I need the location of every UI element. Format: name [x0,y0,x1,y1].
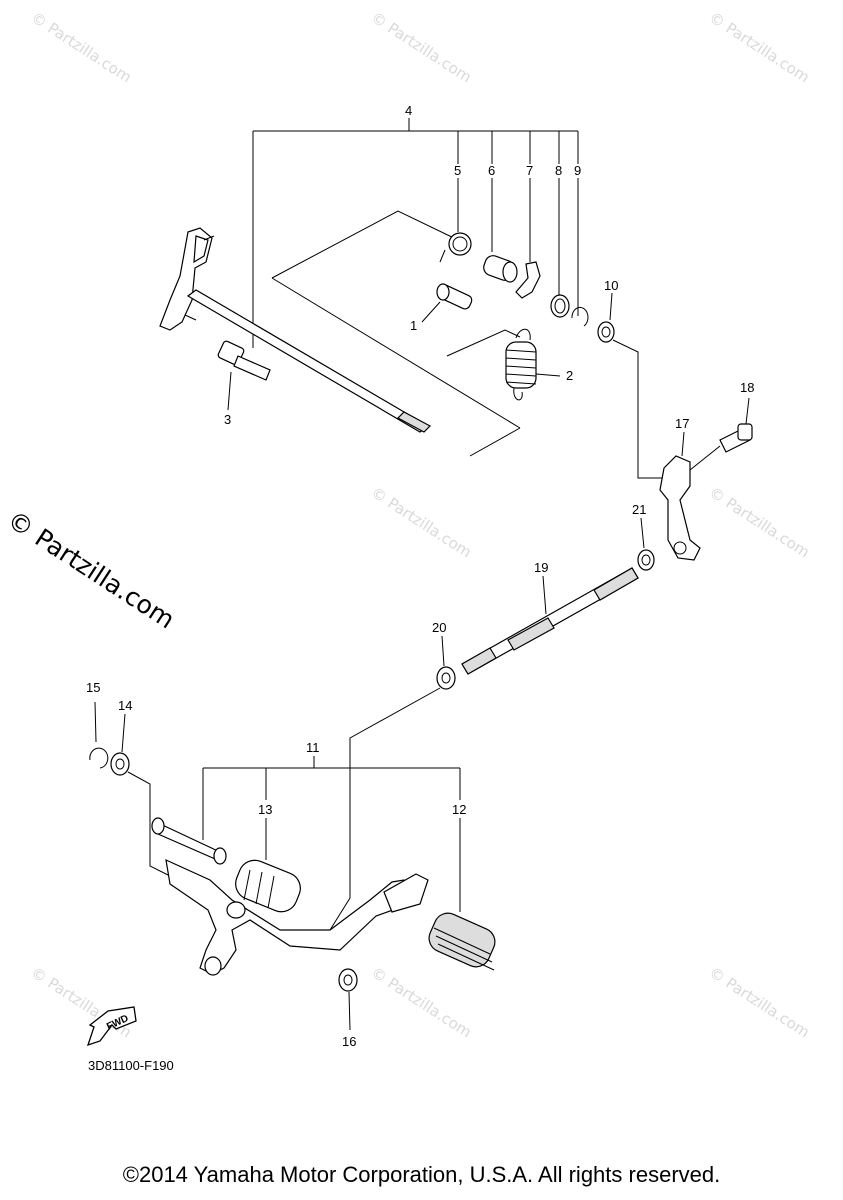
washer-part-16 [338,968,358,1031]
callout-21: 21 [632,502,646,517]
watermark-tile: © Partzilla.com [706,963,813,1041]
bolt-part-3 [217,340,271,411]
copyright-notice: ©2014 Yamaha Motor Corporation, U.S.A. A… [122,1162,721,1187]
callout-20: 20 [432,620,446,635]
circlip-part-9 [571,306,589,327]
spring-part-2 [505,328,561,401]
shift-shaft-assembly [159,227,431,433]
shift-rod-part-19 [461,567,639,675]
rubber-part-13 [235,859,301,913]
callout-2: 2 [566,368,573,383]
bracket-group-11 [202,756,461,912]
watermark-tile: © Partzilla.com [368,483,475,561]
callout-3: 3 [224,412,231,427]
nut-part-20 [329,635,456,931]
nut-part-21 [637,517,655,571]
watermark-tile: © Partzilla.com [28,8,135,86]
callout-12: 12 [452,802,466,817]
callout-18: 18 [740,380,754,395]
collar-part-6 [483,255,518,283]
callout-14: 14 [118,698,132,713]
shift-arm-part-17 [659,431,701,561]
washer-part-8 [550,294,570,318]
bracket-group-4 [252,118,579,348]
fwd-arrow-icon: FWD [86,1005,138,1054]
callout-labels: 1 2 3 4 5 6 7 8 9 10 11 12 13 14 15 16 1… [86,103,754,1049]
washer-part-10 [597,292,662,479]
callout-11: 11 [306,740,320,755]
circlip-part-15 [89,701,109,769]
watermark-tile: © Partzilla.com [706,483,813,561]
pin-part-1 [421,283,473,323]
assembly-outline [271,210,521,457]
callout-9: 9 [574,163,581,178]
stopper-part-7 [515,261,541,299]
spring-part-5 [439,232,472,263]
callout-17: 17 [675,416,689,431]
bolt-part-18 [689,397,753,471]
diagram-part-code: 3D81100-F190 [88,1058,174,1073]
callout-13: 13 [258,802,272,817]
callout-16: 16 [342,1034,356,1049]
callout-7: 7 [526,163,533,178]
washer-part-14 [110,713,171,877]
callout-6: 6 [488,163,495,178]
callout-5: 5 [454,163,461,178]
callout-10: 10 [604,278,618,293]
watermark-tile: © Partzilla.com [368,963,475,1041]
callout-15: 15 [86,680,100,695]
footpeg-part-12 [428,912,496,971]
callout-8: 8 [555,163,562,178]
shift-pedal-part-11 [151,817,429,976]
callout-4: 4 [405,103,412,118]
watermark-tile: © Partzilla.com [368,8,475,86]
callout-19: 19 [534,560,548,575]
callout-1: 1 [410,318,417,333]
watermark-tile: © Partzilla.com [706,8,813,86]
